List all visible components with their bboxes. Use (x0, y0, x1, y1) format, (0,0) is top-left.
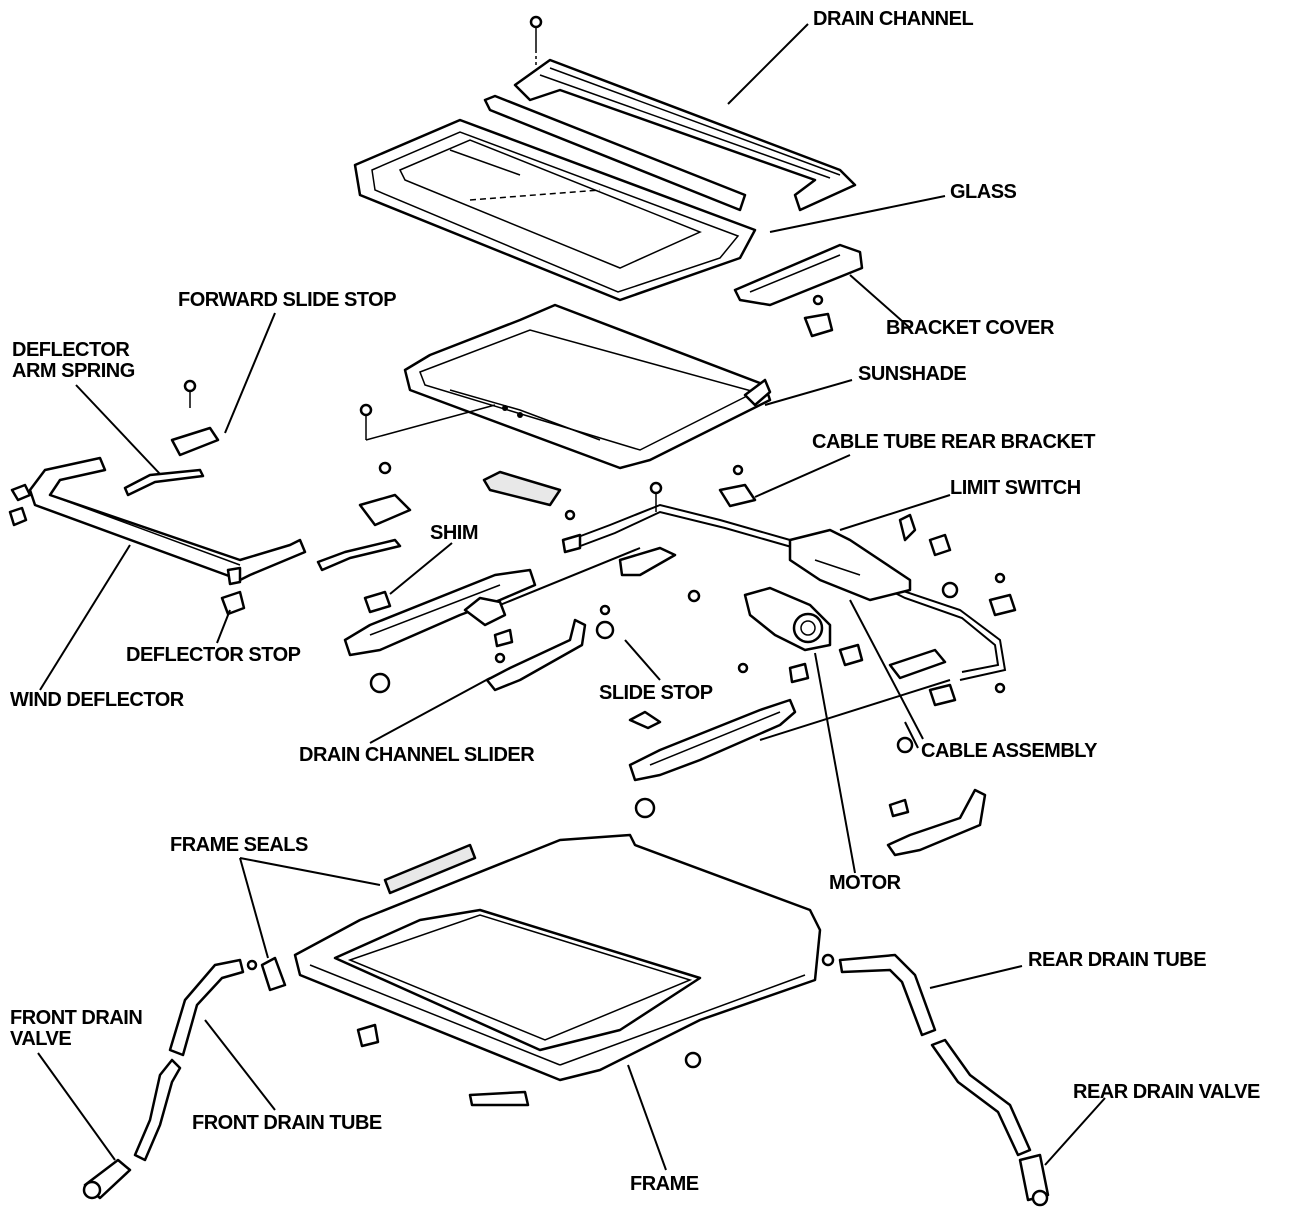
leader-lines (37, 23, 1106, 1171)
sunshade-pad (482, 470, 562, 507)
rear-drain-tube-part (838, 953, 1032, 1157)
label-front-drain-valve-line2: VALVE (10, 1028, 72, 1050)
label-forward-slide-stop: FORWARD SLIDE STOP (178, 289, 397, 311)
bracket-cover-part (733, 243, 864, 338)
label-glass: GLASS (950, 181, 1017, 203)
cable-assembly-part (888, 648, 1006, 754)
label-front-drain-valve-line1: FRONT DRAIN (10, 1007, 143, 1029)
slide-stop-part (595, 604, 662, 730)
label-deflector-arm-spring-line1: DEFLECTOR (12, 339, 130, 361)
limit-switch-part (788, 513, 1017, 617)
label-drain-channel: DRAIN CHANNEL (813, 8, 974, 30)
front-drain-tube-part (133, 958, 258, 1162)
rear-drain-valve-part (1018, 1153, 1050, 1207)
glass-panel (353, 118, 757, 302)
label-rear-drain-valve: REAR DRAIN VALVE (1073, 1081, 1260, 1103)
label-deflector-arm-spring-line2: ARM SPRING (12, 360, 135, 382)
drain-channel-slider-part (485, 618, 587, 692)
screw-sunshade (359, 403, 496, 441)
motor-part (687, 586, 864, 684)
cable-tube-rear-bracket-part (718, 464, 757, 508)
shim-spring-part (316, 538, 402, 572)
screw-drain-channel (529, 15, 543, 68)
label-cable-assembly: CABLE ASSEMBLY (921, 740, 1098, 762)
glass-seal-strip (483, 94, 747, 212)
left-grommet (369, 672, 391, 694)
wind-deflector-part (8, 456, 307, 586)
label-sunshade: SUNSHADE (858, 363, 967, 385)
front-drain-valve-part (82, 1158, 132, 1200)
label-shim: SHIM (430, 522, 479, 544)
frame-part (293, 833, 835, 1107)
label-bracket-cover: BRACKET COVER (886, 317, 1054, 339)
deflector-arm-spring-part (123, 468, 205, 497)
label-rear-drain-tube: REAR DRAIN TUBE (1028, 949, 1207, 971)
label-cable-tube-rear-bracket: CABLE TUBE REAR BRACKET (812, 431, 1095, 453)
label-motor: MOTOR (829, 872, 901, 894)
label-deflector-stop: DEFLECTOR STOP (126, 644, 301, 666)
label-slide-stop: SLIDE STOP (599, 682, 713, 704)
label-frame: FRAME (630, 1173, 699, 1195)
label-front-drain-tube: FRONT DRAIN TUBE (192, 1112, 382, 1134)
label-limit-switch: LIMIT SWITCH (950, 477, 1081, 499)
label-frame-seals: FRAME SEALS (170, 834, 308, 856)
label-wind-deflector: WIND DEFLECTOR (10, 689, 184, 711)
left-guide-rail (343, 461, 537, 657)
right-drain-channel-slider (886, 788, 987, 857)
right-guide-rail (628, 698, 797, 819)
label-drain-channel-slider: DRAIN CHANNEL SLIDER (299, 744, 535, 766)
drain-channel-part (513, 58, 857, 212)
forward-slide-stop-part (170, 379, 220, 457)
deflector-stop-part (220, 590, 246, 616)
sunshade-part (403, 303, 772, 470)
